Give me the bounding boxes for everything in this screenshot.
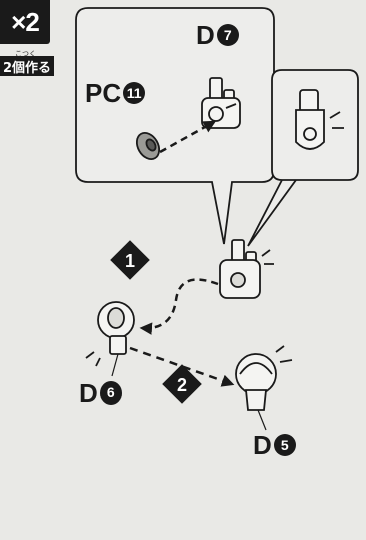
step-1-number: 1	[125, 251, 135, 271]
label-pc11-number: 11	[123, 82, 146, 104]
d6-leader	[111, 353, 119, 377]
step-2-arrow	[129, 346, 235, 387]
step-1-badge: 1	[110, 240, 150, 280]
furigana: こつく	[15, 50, 36, 58]
part-d6-drawing	[85, 301, 135, 367]
step-2-number: 2	[177, 375, 187, 395]
detail-callout-large	[75, 7, 275, 245]
make-count-label: 2個作る	[0, 56, 54, 76]
d5-leader	[257, 409, 267, 431]
pc11-insert-arrow	[159, 120, 217, 154]
detail-callout-small	[247, 69, 359, 247]
part-rotated-view	[295, 89, 344, 150]
step-2-badge: 2	[162, 364, 202, 404]
label-d7-letter: D	[196, 20, 215, 50]
label-d6-number: 6	[99, 381, 122, 405]
quantity-badge: ×2	[0, 0, 50, 44]
label-pc11: PC 11	[85, 78, 146, 108]
label-d7-number: 7	[216, 24, 239, 46]
label-d6: D 6	[79, 380, 122, 406]
label-d5-letter: D	[253, 430, 272, 460]
quantity-multiplier: ×2	[11, 6, 40, 37]
part-d7-drawing	[201, 77, 241, 129]
label-pc11-letter: PC	[85, 78, 122, 108]
step-1-arrow	[139, 278, 219, 335]
part-pc11-drawing	[135, 131, 161, 161]
label-d6-letter: D	[79, 378, 98, 408]
label-d7: D 7	[196, 22, 239, 48]
label-d5-number: 5	[273, 434, 296, 456]
label-d5: D 5	[253, 432, 296, 458]
part-d5-drawing	[235, 345, 293, 411]
part-assembled-drawing	[219, 239, 274, 299]
make-count-text: 2個作る	[2, 60, 52, 76]
